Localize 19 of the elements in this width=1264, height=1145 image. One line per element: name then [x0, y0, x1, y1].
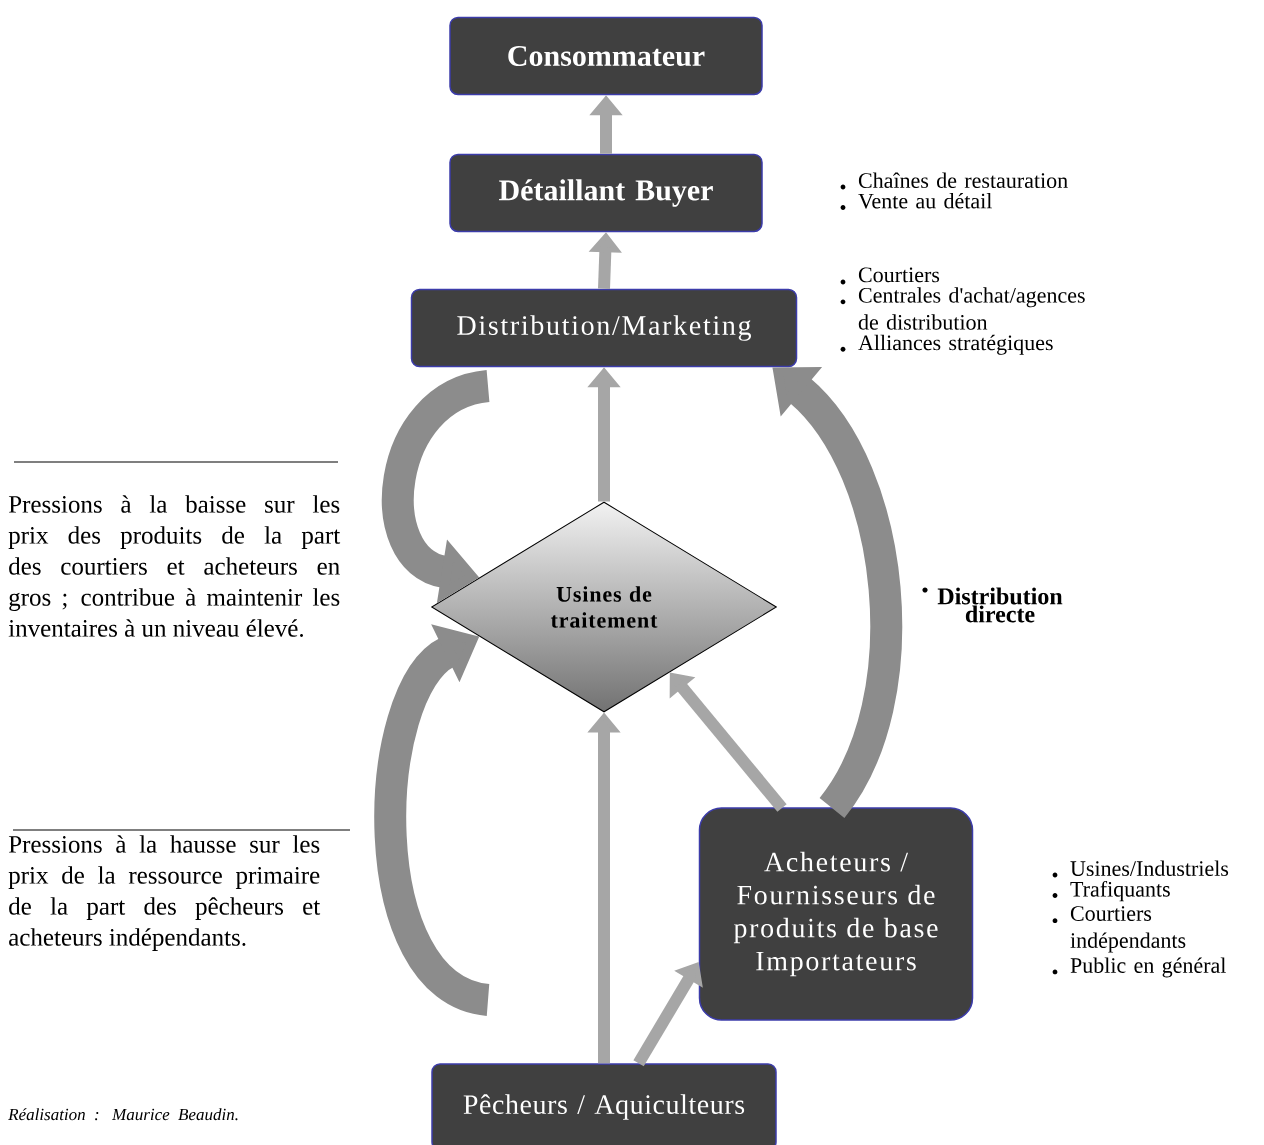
list-item: Centrales d'achat/agences de distribution — [840, 287, 1085, 330]
list-item: Courtiers indépendants — [1052, 906, 1186, 953]
list-item: Courtiers — [840, 267, 940, 285]
process-box: Consommateur — [449, 16, 763, 96]
list-item: Trafiquants — [1052, 880, 1170, 902]
note-text: Pressions à la baisse sur les prix des produits de la part des courtiers et acheteurs en gros ; contribue à maintenir les inventaires à un niveau élevé. — [8, 495, 341, 637]
list-item: Public en général — [1052, 957, 1226, 978]
caption: Réalisation : Maurice Beaudin. — [8, 1108, 238, 1121]
edge-label: Distribution directe — [922, 587, 1063, 623]
block-arrow — [633, 962, 703, 1067]
process-box: Distribution/Marketing — [410, 288, 798, 368]
process-box: Pêcheurs / Aquiculteurs — [431, 1063, 777, 1145]
process-box: Acheteurs / Fournisseurs de produits de base Importateurs — [698, 807, 974, 1021]
list-item: Chaînes de restauration — [840, 172, 1068, 190]
note-text: Pressions à la hausse sur les prix de la ressource primaire de la part des pêcheurs et acheteurs indépendants. — [8, 835, 321, 951]
list-item: Alliances stratégiques — [840, 334, 1053, 355]
list-item: Vente au détail — [840, 193, 992, 210]
list-item: Usines/Industriels — [1052, 860, 1229, 878]
process-box: Détaillant Buyer — [449, 153, 763, 233]
